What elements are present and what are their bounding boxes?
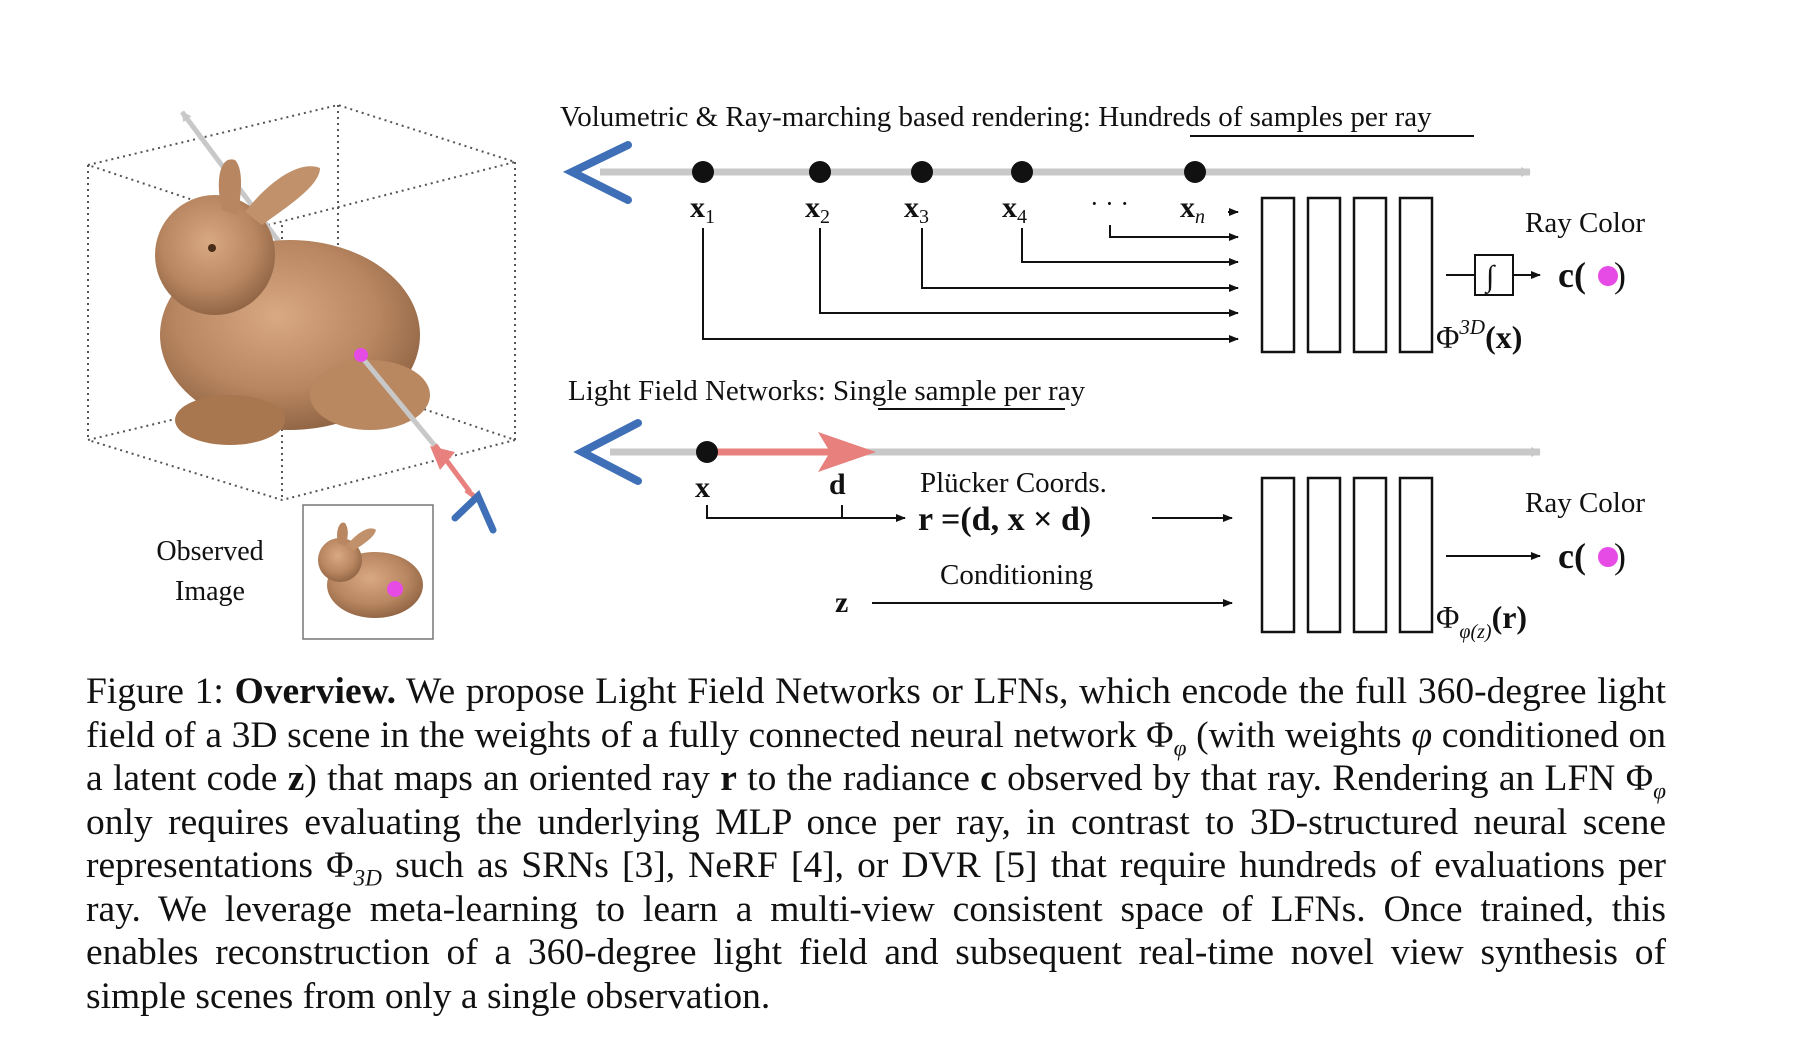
sample-point [911, 161, 933, 183]
mlp-layers [1260, 476, 1434, 634]
point-label: x [695, 471, 710, 504]
scene-illustration: Observed Image [84, 103, 519, 640]
caption-label: Figure 1: [86, 671, 235, 712]
ray-color-output-bottom: c() [1558, 536, 1626, 576]
ellipsis: · · · [1090, 189, 1129, 218]
conditioning-label: Conditioning [940, 559, 1093, 591]
volumetric-title: Volumetric & Ray-marching based renderin… [560, 101, 1432, 133]
direction-label: d [829, 468, 846, 501]
integral-symbol: ∫ [1484, 260, 1496, 295]
ray-color-output-top: c() [1558, 255, 1626, 295]
observed-bunny-icon [318, 522, 423, 618]
mlp-layers [1260, 196, 1434, 354]
figure-caption: Figure 1: Overview. We propose Light Fie… [86, 671, 1667, 1017]
lfn-title: Light Field Networks: Single sample per … [568, 375, 1086, 407]
sample-connectors [702, 208, 1239, 343]
ray-color-dot [1598, 547, 1618, 567]
sample-point [692, 161, 714, 183]
network-label-lfn: Φφ(z)(r) [1436, 599, 1527, 643]
observed-label-line2: Image [175, 576, 245, 607]
ray-color-dot [1598, 266, 1618, 286]
camera-eye-icon [573, 419, 642, 485]
sample-label-4: x4 [1002, 191, 1027, 228]
volumetric-panel: Volumetric & Ray-marching based renderin… [560, 101, 1645, 355]
caption-bold: Overview. [234, 671, 396, 712]
sample-label-2: x2 [805, 191, 830, 228]
overview-figure: Observed Image Volumetric & Ray-marching… [84, 101, 1645, 643]
ray-color-label-bottom: Ray Color [1525, 487, 1645, 519]
network-label-3d: Φ3D(x) [1436, 315, 1522, 355]
sample-label-1: x1 [690, 191, 715, 228]
sample-label-3: x3 [904, 191, 929, 228]
sample-point [1011, 161, 1033, 183]
integral-box [1474, 254, 1514, 296]
ray-color-label-top: Ray Color [1525, 207, 1645, 239]
lfn-panel: Light Field Networks: Single sample per … [568, 375, 1645, 643]
sample-point [809, 161, 831, 183]
latent-label: z [835, 586, 848, 619]
sample-points [692, 161, 1206, 183]
camera-eye-icon [562, 141, 632, 204]
observed-label-line1: Observed [156, 536, 263, 567]
sample-label-n: xn [1180, 191, 1205, 228]
plucker-label: Plücker Coords. [920, 467, 1107, 499]
pixel-marker [354, 348, 368, 362]
ray-origin-point [696, 441, 718, 463]
bunny-icon [155, 159, 430, 445]
camera-eye-icon [451, 490, 497, 534]
plucker-formula: r =(d, x × d) [918, 501, 1091, 538]
sample-point [1184, 161, 1206, 183]
